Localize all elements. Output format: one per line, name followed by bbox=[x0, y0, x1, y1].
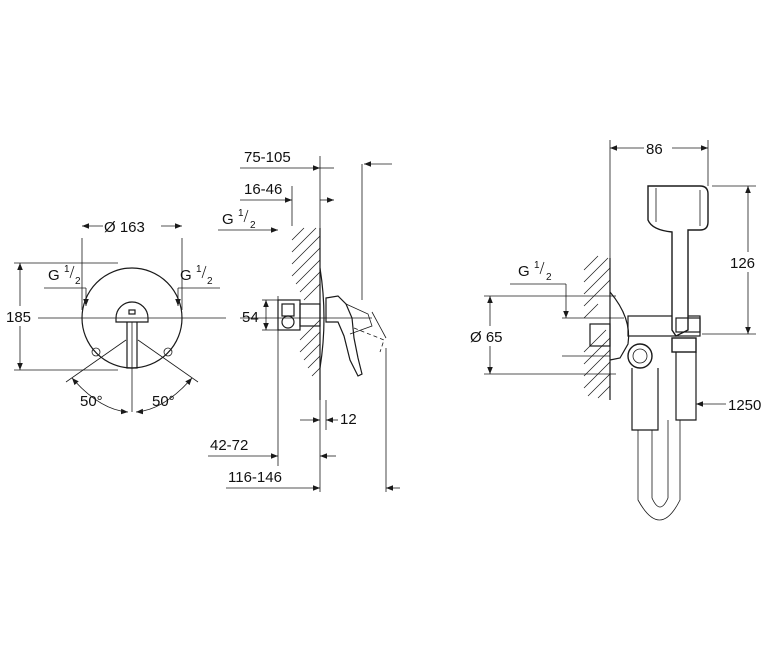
front-view: Ø 163 185 G 1 2 G 1 2 50° 50° bbox=[4, 216, 226, 415]
label-g-shower: G bbox=[518, 263, 530, 280]
lever-mark bbox=[128, 309, 136, 315]
dim-angle-left: 50° bbox=[80, 393, 103, 410]
body-port bbox=[281, 303, 295, 317]
dim-126: 126 bbox=[730, 255, 755, 272]
screw-right bbox=[163, 347, 173, 357]
shower-connector bbox=[589, 323, 611, 347]
dim-12: 12 bbox=[340, 411, 357, 428]
svg-text:2: 2 bbox=[250, 220, 256, 231]
dim-diameter-163: Ø 163 bbox=[104, 219, 145, 236]
label-g-right: G bbox=[180, 267, 192, 284]
dim-54: 54 bbox=[242, 309, 259, 326]
svg-text:2: 2 bbox=[546, 272, 552, 283]
shower-wall-plate bbox=[609, 291, 630, 361]
side-view: 75-105 16-46 G 1 2 54 12 42-72 bbox=[208, 149, 400, 492]
screw-left bbox=[91, 347, 101, 357]
dim-75-105: 75-105 bbox=[244, 149, 291, 166]
svg-text:2: 2 bbox=[207, 276, 213, 287]
dim-angle-right: 50° bbox=[152, 393, 175, 410]
hose-connector-right bbox=[671, 337, 697, 353]
dim-116-146: 116-146 bbox=[228, 469, 282, 486]
hose-connector-left bbox=[627, 343, 653, 369]
svg-text:2: 2 bbox=[75, 276, 81, 287]
label-g-left: G bbox=[48, 267, 60, 284]
svg-text:1: 1 bbox=[196, 264, 202, 275]
hose-loop bbox=[637, 420, 681, 521]
svg-text:1: 1 bbox=[64, 264, 70, 275]
shower-holder bbox=[627, 315, 701, 337]
dim-16-46: 16-46 bbox=[244, 181, 282, 198]
dim-42-72: 42-72 bbox=[210, 437, 248, 454]
svg-text:1: 1 bbox=[534, 260, 540, 271]
handset-grip bbox=[675, 317, 701, 333]
hose-left-sleeve bbox=[631, 368, 659, 431]
lever-profile bbox=[325, 295, 363, 377]
shower-wall-hatching bbox=[583, 255, 611, 400]
shower-handset bbox=[647, 185, 709, 337]
shower-view: 86 126 G 1 2 Ø 65 1250 bbox=[468, 138, 768, 521]
wall-hatching bbox=[291, 227, 321, 400]
dim-86: 86 bbox=[646, 141, 663, 158]
body-sleeve bbox=[299, 303, 321, 327]
lever-base bbox=[115, 301, 149, 323]
hose-right-sleeve bbox=[675, 352, 697, 421]
dim-height-185: 185 bbox=[6, 309, 31, 326]
dim-diameter-65: Ø 65 bbox=[470, 329, 503, 346]
svg-text:1: 1 bbox=[238, 208, 244, 219]
label-g-side: G bbox=[222, 211, 234, 228]
dim-1250: 1250 bbox=[728, 397, 761, 414]
body-knob bbox=[281, 315, 295, 329]
